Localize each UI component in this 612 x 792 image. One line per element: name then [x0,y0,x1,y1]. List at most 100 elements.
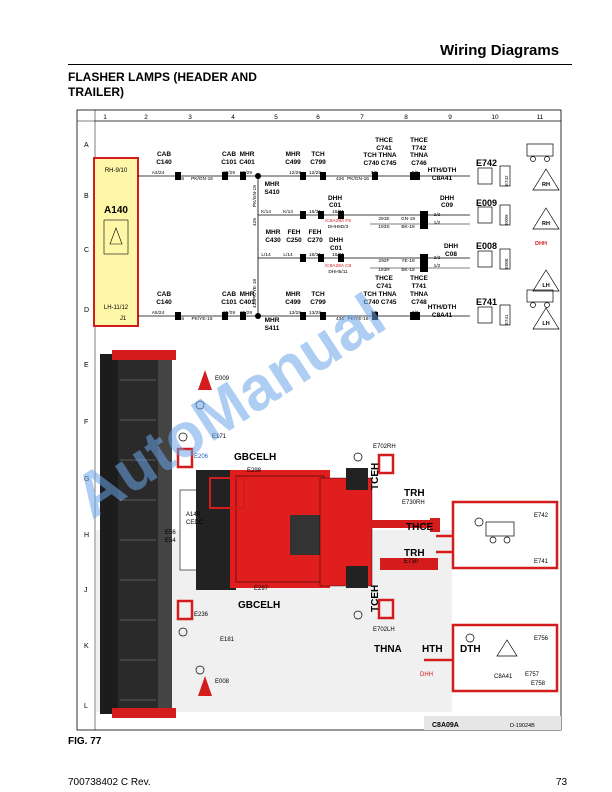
header-reel [100,354,118,714]
label-dth: DTH [460,644,481,655]
title-line-1: FLASHER LAMPS (HEADER AND [68,70,257,84]
conn-dhh-c09-id: C09 [441,202,453,209]
wire-label: 25/29 [223,310,235,316]
wire-label: 12/29 [309,170,321,176]
lamp-vert: E742 [504,175,509,186]
trailer-hitch [380,558,438,570]
wire-label: 291E [378,216,389,222]
grid-col-11: 11 [537,114,544,121]
conn-hth-dth-id: C8A41 [432,175,453,182]
a140-bottom-label: LH-11/12 [104,305,129,311]
wire-label: BK-18 [401,224,415,230]
wire-label: K/14 [261,209,271,215]
wire-label: 436 [252,300,258,308]
conn-mhr-c430-id: C430 [265,237,281,244]
wire-label: 13/29 [289,310,301,316]
label-a140: A140 [186,512,201,518]
conn-tch-thna-c740-b-id: C740 C745 [364,299,397,306]
label-box-e758: E758 [531,681,546,687]
conn-thce-t741-id: T741 [412,283,427,290]
diagram-frame [76,109,562,731]
figure-label: FIG. 77 [68,736,102,747]
footer-page-number: 73 [556,777,568,788]
label-trh-2: TRH [404,548,425,559]
grid-row-G: G [84,476,89,483]
conn-thce-t741: THCE [410,275,428,282]
grid-row-C: C [84,247,89,254]
lamp-vert: E741 [504,314,509,325]
ref-code: C8A09A [432,722,459,729]
wire-label: DHH5/11 [328,269,348,275]
label-hth: HTH [422,644,443,655]
wire-label: /C8A28A F9 [325,218,351,224]
conn-mhr-s411-id: S411 [265,325,280,332]
wire-label: 426 [336,176,344,182]
conn-thce-c741-b-id: C741 [376,283,392,290]
wire-label: 193S [378,224,389,230]
grid-col-4: 4 [231,114,235,121]
label-e009: E009 [215,376,230,382]
wire-label: A3/24 [152,170,165,176]
label-dhh: DHH [420,672,433,678]
e702lh-highlight [377,598,395,620]
wire-label: 426 [176,176,184,182]
conn-thce-c741: THCE [375,137,393,144]
wire-label: 436 [176,316,184,322]
conn-mhr-s410-id: S410 [264,189,280,196]
conn-hth-dth: HTH/DTH [428,167,457,174]
conn-tch-thna-c740: TCH THNA [363,152,397,159]
conn-dhh-c08: DHH [444,243,458,250]
label-thna: THNA [374,644,402,655]
e236-highlight [176,599,194,621]
lamp-label-rh: RH [542,182,550,188]
header-end-top [112,350,176,360]
conn-thna-c746-id: C746 [411,160,427,167]
conn-tch-c799-bot-id: C799 [310,299,326,306]
grid-col-2: 2 [144,114,148,121]
conn-mhr-c499-bot-id: C499 [285,299,301,306]
wire-label: 3/7 [412,310,419,316]
wire-label: K/14 [283,209,293,215]
a140-id: A140 [104,205,128,216]
label-e206: E206 [194,454,209,460]
wire-label: PK/YE-16 [191,316,212,322]
grid-col-10: 10 [491,114,499,121]
grid-row-D: D [84,307,89,314]
page-title: FLASHER LAMPS (HEADER AND TRAILER) [68,70,268,100]
e206-highlight [176,447,194,469]
label-thce: THCE [406,522,434,533]
lamp-label-lh-2: LH [542,321,549,327]
conn-cab-c140-bot: CAB [157,291,171,298]
conn-cab-c140-top-id: C140 [156,159,172,166]
front-wheels [196,470,236,590]
conn-mhr-s410: MHR [265,181,280,188]
wire-label: 16/31 [309,209,321,215]
wire-label: 1/2 [434,263,441,269]
conn-cab-c140-top: CAB [157,151,171,158]
trailer-lamp-box [451,500,559,570]
conn-feh-c270-id: C270 [307,237,323,244]
conn-cab-c101-top-id: C101 [221,159,237,166]
wire-label: 16/31 [309,252,321,258]
wire-label: PK/GN-18 [252,185,258,207]
wire-label: 12/29 [289,170,301,176]
conn-mhr-c499-bot: MHR [286,291,301,298]
wire-label: 2/2 [434,212,441,218]
conn-cab-c101-bot: CAB [222,291,236,298]
title-line-2: TRAILER) [68,85,124,99]
conn-feh-c250: FEH [288,229,301,236]
label-e297: E297 [254,586,269,592]
wire-label: 16/31 [332,252,344,258]
wire-label: L/14 [261,252,271,258]
wire-label: 292F [379,258,390,264]
lamp-vert: E009 [504,214,509,225]
grid-row-F: F [84,419,88,426]
conn-mhr-c430: MHR [266,229,281,236]
wire-label: 16/31 [332,209,344,215]
lamp-e741: E741 [476,297,497,307]
conn-dhh-c01-b-id: C01 [330,245,342,252]
wire-label: PK/YE-16 [347,316,368,322]
label-e702lh: E702LH [373,627,395,633]
wire-label: 1/2 [434,220,441,226]
lamp-e742: E742 [476,158,497,168]
